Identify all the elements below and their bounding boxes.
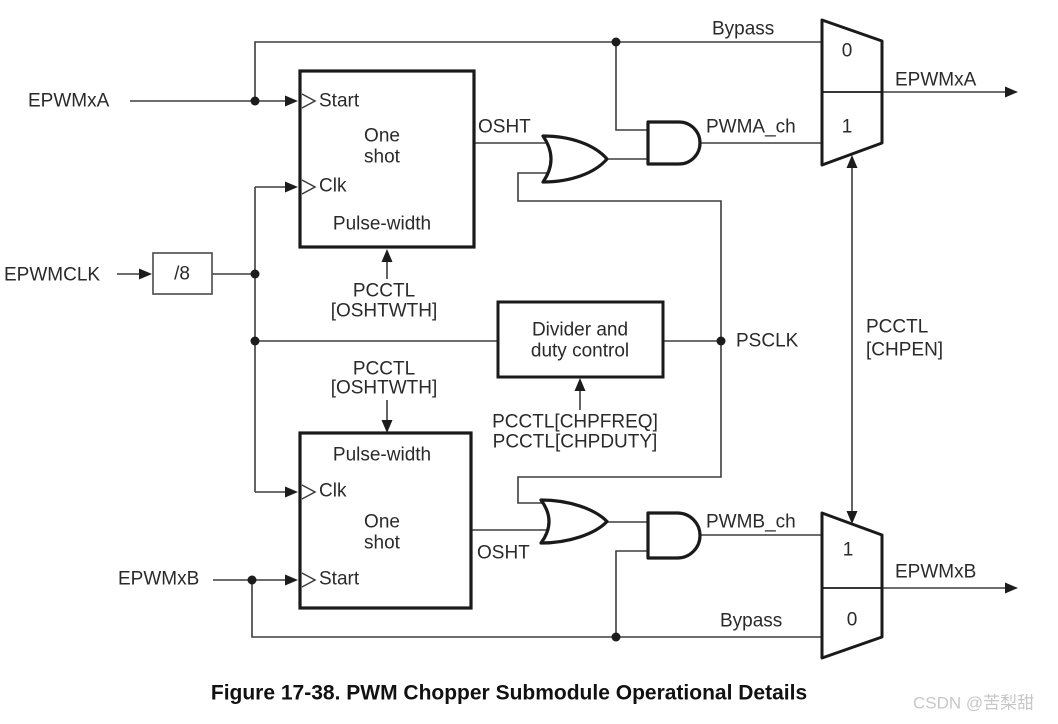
label-osht-a: OSHT (478, 116, 531, 138)
label-epwmclk: EPWMCLK (4, 264, 101, 286)
label-shot-b: shot (364, 532, 400, 554)
junction-dot (250, 96, 260, 106)
blocks (152, 69, 665, 610)
arrowhead-epwmxb-out (1005, 582, 1018, 594)
and-gate-a (646, 120, 702, 166)
clock-edge-icon (301, 93, 317, 109)
label-bypass-bottom: Bypass (720, 610, 783, 632)
wire-bypass-bottom-branch (615, 550, 648, 637)
gates (539, 120, 702, 560)
wires (117, 41, 1005, 638)
label-pwma-ch: PWMA_ch (706, 116, 796, 138)
arrowhead-oshtwth-b (381, 420, 393, 433)
junction-dot (250, 269, 260, 279)
label-epwmxa-output: EPWMxA (895, 69, 977, 91)
label-psclk: PSCLK (736, 330, 799, 352)
one-shot-b-block (298, 431, 473, 610)
label-chpen-line1: PCCTL (866, 316, 929, 338)
label-div8: /8 (174, 263, 190, 285)
label-pulse-width-a: Pulse-width (332, 213, 432, 235)
arrowhead-clk-b (285, 486, 298, 498)
label-shot-a: shot (364, 146, 400, 168)
junction-dot (611, 37, 621, 47)
arrowhead-start-a (285, 95, 298, 107)
label-pulse-width-b: Pulse-width (332, 444, 432, 466)
arrowhead-chpfreq (574, 378, 586, 391)
label-epwmxb-input: EPWMxB (118, 568, 200, 590)
label-pwmb-ch: PWMB_ch (706, 511, 796, 533)
arrowhead-clk-a (285, 181, 298, 193)
or-gate-b (539, 498, 609, 545)
label-epwmxb-output: EPWMxB (895, 561, 977, 583)
label-start-a: Start (319, 90, 360, 112)
figure-caption: Figure 17-38. PWM Chopper Submodule Oper… (210, 681, 808, 705)
arrowhead-select-bottom (846, 511, 858, 524)
clock-edge-icon (301, 179, 317, 195)
label-oshtwth-b-line2: [OSHTWTH] (330, 377, 438, 399)
arrowhead-oshtwth-a (381, 249, 393, 262)
clock-edge-icon (301, 572, 317, 588)
label-osht-b: OSHT (477, 542, 530, 564)
label-divider-line1: Divider and (531, 319, 629, 341)
clock-edge-icon (301, 484, 317, 500)
arrowhead-start-b (285, 574, 298, 586)
junction-dot (247, 575, 257, 585)
label-mux-a-1: 1 (841, 116, 853, 138)
arrowhead-epwmclk (139, 268, 152, 280)
arrowheads (139, 86, 1018, 594)
junction-dot (611, 632, 621, 642)
mux-b (820, 511, 884, 660)
div8-block (152, 252, 213, 295)
label-oshtwth-a-line2: [OSHTWTH] (330, 300, 438, 322)
label-chpen-line2: [CHPEN] (866, 339, 944, 361)
label-oshtwth-a-line1: PCCTL (352, 280, 416, 302)
label-epwmxa-input: EPWMxA (28, 90, 110, 112)
label-start-b: Start (319, 568, 360, 590)
label-mux-a-0: 0 (841, 40, 853, 62)
label-one-a: One (364, 125, 400, 147)
label-mux-b-0: 0 (846, 609, 858, 631)
label-divider-line2: duty control (530, 340, 630, 362)
or-gate-a (541, 134, 609, 184)
wire-bypass-top (254, 41, 822, 101)
wire-bypass-top-branch (615, 42, 648, 131)
label-one-b: One (364, 511, 400, 533)
label-clk-a: Clk (319, 175, 347, 197)
watermark: CSDN @苦梨甜 (913, 693, 1035, 713)
label-oshtwth-b-line1: PCCTL (352, 358, 416, 380)
junction-dots (247, 37, 726, 642)
wire-psclk-up (517, 172, 722, 341)
label-mux-b-1: 1 (842, 539, 854, 561)
label-chpduty: PCCTL[CHPDUTY] (492, 431, 658, 453)
one-shot-a-block (298, 69, 476, 249)
label-bypass-top: Bypass (712, 18, 775, 40)
divider-duty-block (496, 300, 665, 379)
muxes (820, 18, 884, 660)
arrowhead-epwmxa-out (1005, 86, 1018, 98)
wire-bypass-bottom (251, 580, 822, 638)
arrowhead-select-top (846, 155, 858, 168)
label-chpfreq: PCCTL[CHPFREQ] (492, 411, 658, 433)
wire-psclk-down (517, 341, 722, 504)
label-clk-b: Clk (319, 480, 347, 502)
junction-dot (250, 336, 260, 346)
and-gate-b (646, 511, 702, 560)
junction-dot (716, 336, 726, 346)
clock-inputs (301, 93, 317, 588)
